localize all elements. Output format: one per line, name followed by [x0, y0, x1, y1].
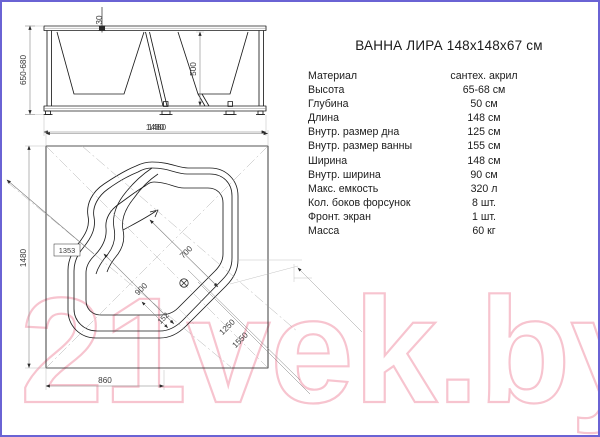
spec-row: Внутр. ширина 90 см	[308, 168, 590, 182]
dim-rim-diagonal: 1550	[231, 330, 251, 350]
spec-row: Длина 148 см	[308, 111, 590, 125]
dim-rim-thickness: 30	[95, 15, 104, 25]
spec-label: Макс. емкость	[308, 182, 379, 195]
spec-row: Масса 60 кг	[308, 224, 590, 238]
dim-diagonal-front-group: 1353	[53, 243, 81, 257]
specification-panel: ВАННА ЛИРА 148х148х67 см Материал сантех.…	[308, 38, 590, 238]
spec-row: Материал сантех. акрил	[308, 69, 590, 83]
dimension-labels: 30 650-680 500 1480 1480 1480 860 1353 7…	[19, 15, 250, 385]
spec-row: Глубина 50 см	[308, 97, 590, 111]
plan-centerlines	[6, 145, 299, 369]
spec-row: Высота 65-68 см	[308, 83, 590, 97]
spec-value: 148 см	[467, 112, 501, 125]
adjustable-feet	[43, 110, 265, 115]
spec-value: 1 шт.	[472, 210, 496, 223]
plan-dimensions	[6, 130, 363, 395]
spec-label: Высота	[308, 84, 345, 97]
spec-row: Кол. боков форсунок 8 шт.	[308, 196, 590, 210]
spec-label: Глубина	[308, 98, 349, 111]
dim-total-height: 650-680	[19, 55, 28, 85]
spec-value: 50 см	[470, 98, 498, 111]
spec-value: 155 см	[467, 140, 501, 153]
product-title: ВАННА ЛИРА 148х148х67 см	[355, 38, 543, 53]
dim-plan-width: 1480	[148, 123, 167, 132]
dim-inner-depth: 500	[189, 62, 198, 76]
spec-label: Внутр. размер дна	[308, 126, 400, 139]
spec-row: Ширина 148 см	[308, 154, 590, 168]
spec-row: Фронт. экран 1 шт.	[308, 210, 590, 224]
dim-corner-detail: 152	[156, 311, 171, 326]
spec-row: Внутр. размер дна 125 см	[308, 125, 590, 139]
spec-value: 125 см	[467, 126, 501, 139]
spec-value: 65-68 см	[462, 84, 506, 97]
spec-label: Внутр. размер ванны	[308, 140, 413, 153]
dim-plan-depth: 1480	[19, 248, 28, 267]
spec-label: Материал	[308, 70, 358, 82]
drain-outlet-icon	[179, 278, 189, 288]
spec-label: Внутр. ширина	[308, 168, 381, 181]
plan-geometry	[45, 145, 269, 369]
dim-inner-width: 700	[178, 244, 194, 260]
spec-value: 60 кг	[472, 225, 496, 238]
dim-total-length: 1480	[146, 123, 165, 132]
spec-row: Макс. емкость 320 л	[308, 182, 590, 196]
dim-bottom-diagonal: 1250	[218, 317, 238, 337]
spec-label: Кол. боков форсунок	[308, 196, 411, 209]
dim-diagonal-front: 1353	[59, 246, 75, 255]
spec-value: сантех. акрил	[450, 70, 518, 82]
spec-value: 90 см	[470, 168, 498, 181]
dim-front-width: 860	[98, 376, 112, 385]
spec-label: Масса	[308, 225, 340, 238]
spec-label: Фронт. экран	[308, 210, 371, 223]
elevation-geometry	[43, 25, 267, 115]
spec-value: 148 см	[467, 154, 501, 167]
spec-label: Ширина	[308, 154, 348, 167]
spec-value: 320 л	[470, 182, 498, 195]
spec-row: Внутр. размер ванны 155 см	[308, 139, 590, 153]
spec-label: Длина	[308, 112, 340, 125]
dim-inner-length: 900	[133, 281, 149, 297]
spec-value: 8 шт.	[472, 196, 496, 209]
